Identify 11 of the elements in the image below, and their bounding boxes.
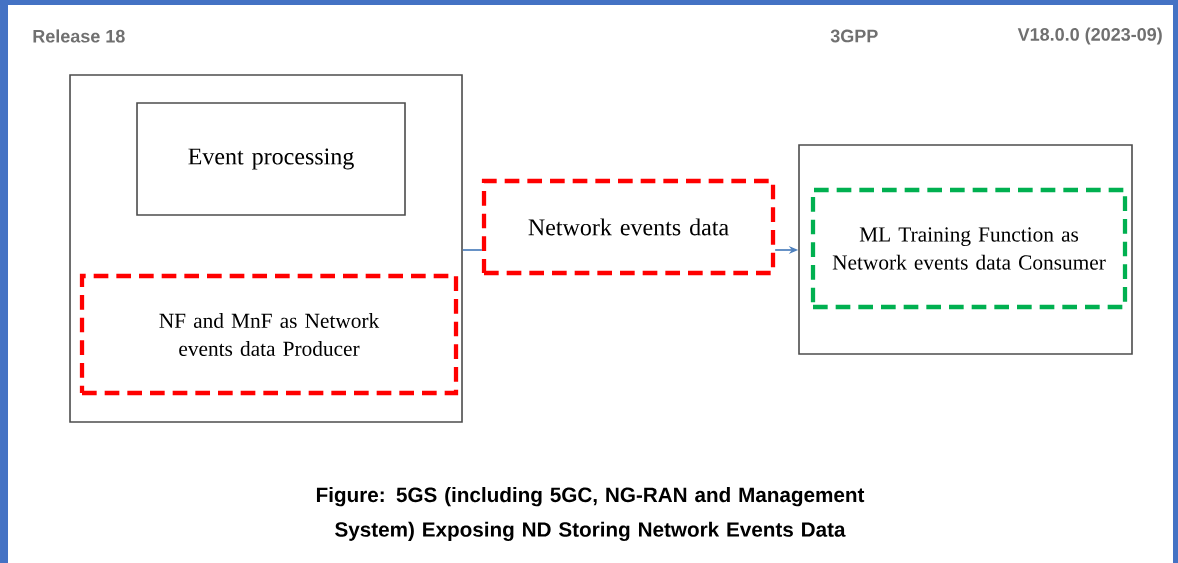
connector-line bbox=[461, 249, 483, 251]
header-text: Release 18 bbox=[33, 29, 125, 43]
figure-caption: Figure: 5GS (including 5GC, NG-RAN and Management System) Exposing ND Storing Network Events Data bbox=[316, 487, 865, 541]
header-text: 3GPP bbox=[830, 29, 878, 43]
component-box bbox=[798, 144, 1133, 355]
dashed-box: NF and MnF as Network events data Producer bbox=[79, 273, 459, 396]
process-box: Event processing bbox=[136, 102, 406, 216]
header-text: V18.0.0 (2023-09) bbox=[1017, 27, 1162, 45]
dashed-box: Network events data bbox=[481, 178, 776, 276]
component-box bbox=[69, 74, 463, 423]
dashed-box: ML Training Function as Network events data Consumer bbox=[810, 187, 1128, 310]
